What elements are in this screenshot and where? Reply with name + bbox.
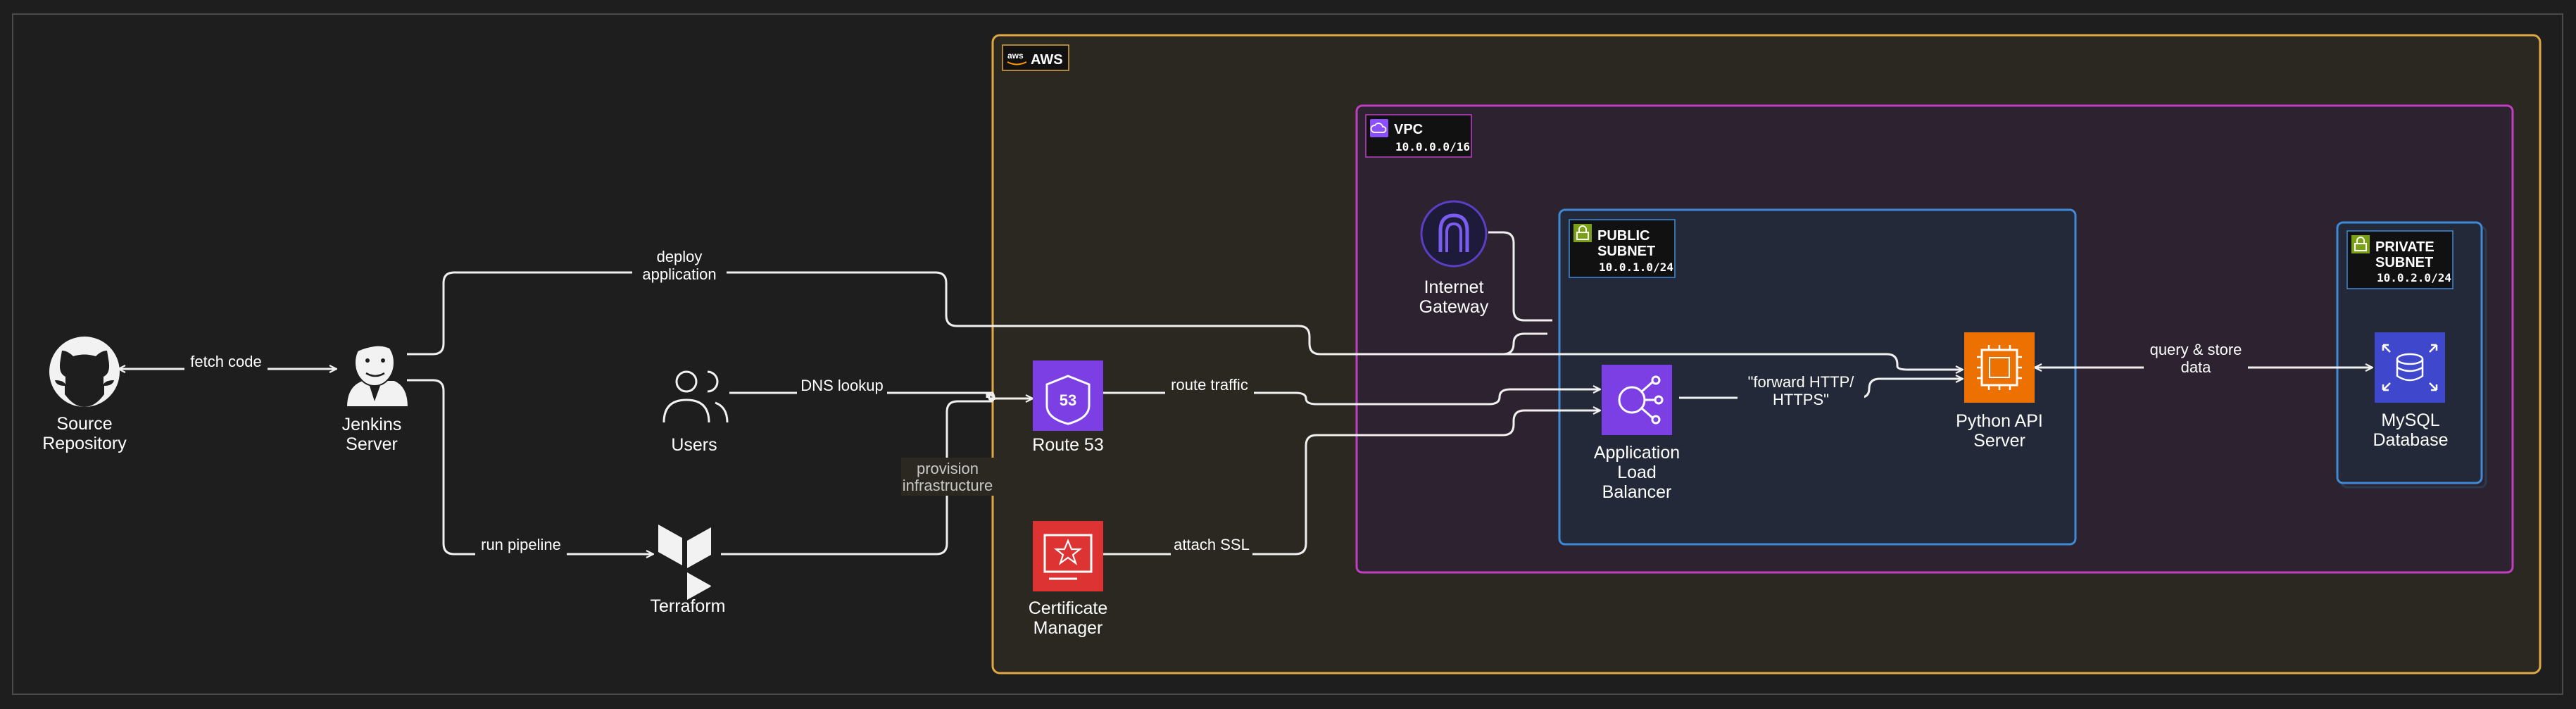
node-internet-gateway[interactable]: Internet Gateway xyxy=(1419,200,1489,317)
python-api-label-line2: Server xyxy=(1973,431,2025,451)
edge-label-query-line2: data xyxy=(2181,358,2212,376)
node-certificate-manager[interactable]: Certificate Manager xyxy=(1029,521,1108,638)
node-route53[interactable]: 53 Route 53 xyxy=(1032,360,1104,455)
lock-icon xyxy=(2351,235,2370,253)
edge-label-deploy-line2: application xyxy=(642,265,716,283)
edge-label-run-pipeline: run pipeline xyxy=(481,536,561,553)
route53-label: Route 53 xyxy=(1032,435,1103,455)
jenkins-label-line1: Jenkins xyxy=(342,415,402,434)
vpc-title: VPC xyxy=(1394,122,1423,137)
internet-gateway-label-line1: Internet xyxy=(1424,277,1484,297)
edge-label-provision-line1: provision xyxy=(917,460,979,477)
edge-label-fetch-code: fetch code xyxy=(190,353,262,370)
node-python-api-server[interactable]: Python API Server xyxy=(1956,332,2043,451)
edge-route-traffic[interactable]: route traffic xyxy=(1103,376,1600,406)
edge-fetch-code[interactable]: fetch code xyxy=(118,353,337,375)
alb-label-line1: Application xyxy=(1594,443,1680,463)
edge-provision[interactable]: provision infrastructure xyxy=(721,400,994,556)
certificate-manager-icon xyxy=(1033,521,1103,591)
alb-label-line3: Balancer xyxy=(1602,482,1672,502)
internet-gateway-icon xyxy=(1420,200,1488,268)
ec2-instance-icon xyxy=(1964,332,2035,403)
edge-gateway-to-api[interactable] xyxy=(1488,231,1552,322)
edge-label-provision-line2: infrastructure xyxy=(903,477,993,494)
source-repository-label-line2: Repository xyxy=(42,434,127,453)
node-application-load-balancer[interactable]: Application Load Balancer xyxy=(1594,365,1680,502)
node-mysql-database[interactable]: MySQL Database xyxy=(2373,332,2449,450)
svg-text:53: 53 xyxy=(1060,391,1076,409)
load-balancer-icon xyxy=(1602,365,1672,435)
mysql-label-line1: MySQL xyxy=(2381,410,2439,430)
aws-header-badge xyxy=(1002,44,1069,71)
alb-label-line2: Load xyxy=(1617,463,1657,482)
edge-label-forward-line1: "forward HTTP/ xyxy=(1748,373,1855,391)
public-subnet-title-line1: PUBLIC xyxy=(1597,228,1650,244)
vpc-cidr: 10.0.0.0/16 xyxy=(1395,140,1470,153)
node-terraform[interactable]: Terraform xyxy=(651,525,726,616)
mysql-label-line2: Database xyxy=(2373,430,2448,450)
certificate-manager-label-line1: Certificate xyxy=(1029,598,1108,618)
terraform-icon xyxy=(658,525,711,600)
private-subnet-title-line1: PRIVATE xyxy=(2375,239,2434,255)
lock-icon xyxy=(1573,224,1592,242)
aws-group-title: AWS xyxy=(1031,52,1063,68)
rds-database-icon xyxy=(2375,332,2445,403)
edge-forward-http[interactable]: "forward HTTP/ HTTPS" xyxy=(1679,370,1963,409)
public-subnet-title-line2: SUBNET xyxy=(1597,244,1655,259)
users-icon xyxy=(662,370,729,423)
svg-text:aws: aws xyxy=(1007,51,1024,61)
private-subnet-title-line2: SUBNET xyxy=(2375,255,2433,270)
edge-label-dns-lookup: DNS lookup xyxy=(800,377,883,394)
edge-deploy-application[interactable]: deploy application xyxy=(407,246,1963,370)
public-subnet-cidr: 10.0.1.0/24 xyxy=(1599,261,1673,274)
edge-run-pipeline[interactable]: run pipeline xyxy=(407,379,653,557)
certificate-manager-label-line2: Manager xyxy=(1033,618,1103,638)
node-jenkins-server[interactable]: Jenkins Server xyxy=(342,337,410,454)
edge-label-query-line1: query & store xyxy=(2150,341,2242,358)
route53-icon: 53 xyxy=(1033,360,1103,431)
github-icon xyxy=(49,337,120,407)
edge-label-forward-line2: HTTPS" xyxy=(1773,391,1829,408)
edge-attach-ssl[interactable]: attach SSL xyxy=(1103,410,1600,557)
jenkins-label-line2: Server xyxy=(346,434,398,454)
private-subnet-cidr: 10.0.2.0/24 xyxy=(2377,271,2451,284)
edge-query-store[interactable]: query & store data xyxy=(2035,339,2373,377)
edge-dns-lookup[interactable]: DNS lookup xyxy=(729,377,1033,400)
jenkins-icon xyxy=(345,337,410,408)
python-api-label-line1: Python API xyxy=(1956,411,2043,431)
vpc-icon xyxy=(1370,119,1388,137)
users-label: Users xyxy=(671,435,717,455)
source-repository-label-line1: Source xyxy=(56,414,112,434)
edge-label-route-traffic: route traffic xyxy=(1171,376,1248,394)
internet-gateway-label-line2: Gateway xyxy=(1419,297,1489,317)
node-users[interactable]: Users xyxy=(662,370,729,455)
edge-label-attach-ssl: attach SSL xyxy=(1174,536,1250,553)
node-source-repository[interactable]: Source Repository xyxy=(42,337,127,453)
terraform-label: Terraform xyxy=(651,596,726,616)
edge-label-deploy-line1: deploy xyxy=(657,248,703,265)
aws-logo-icon: aws xyxy=(1007,51,1027,65)
